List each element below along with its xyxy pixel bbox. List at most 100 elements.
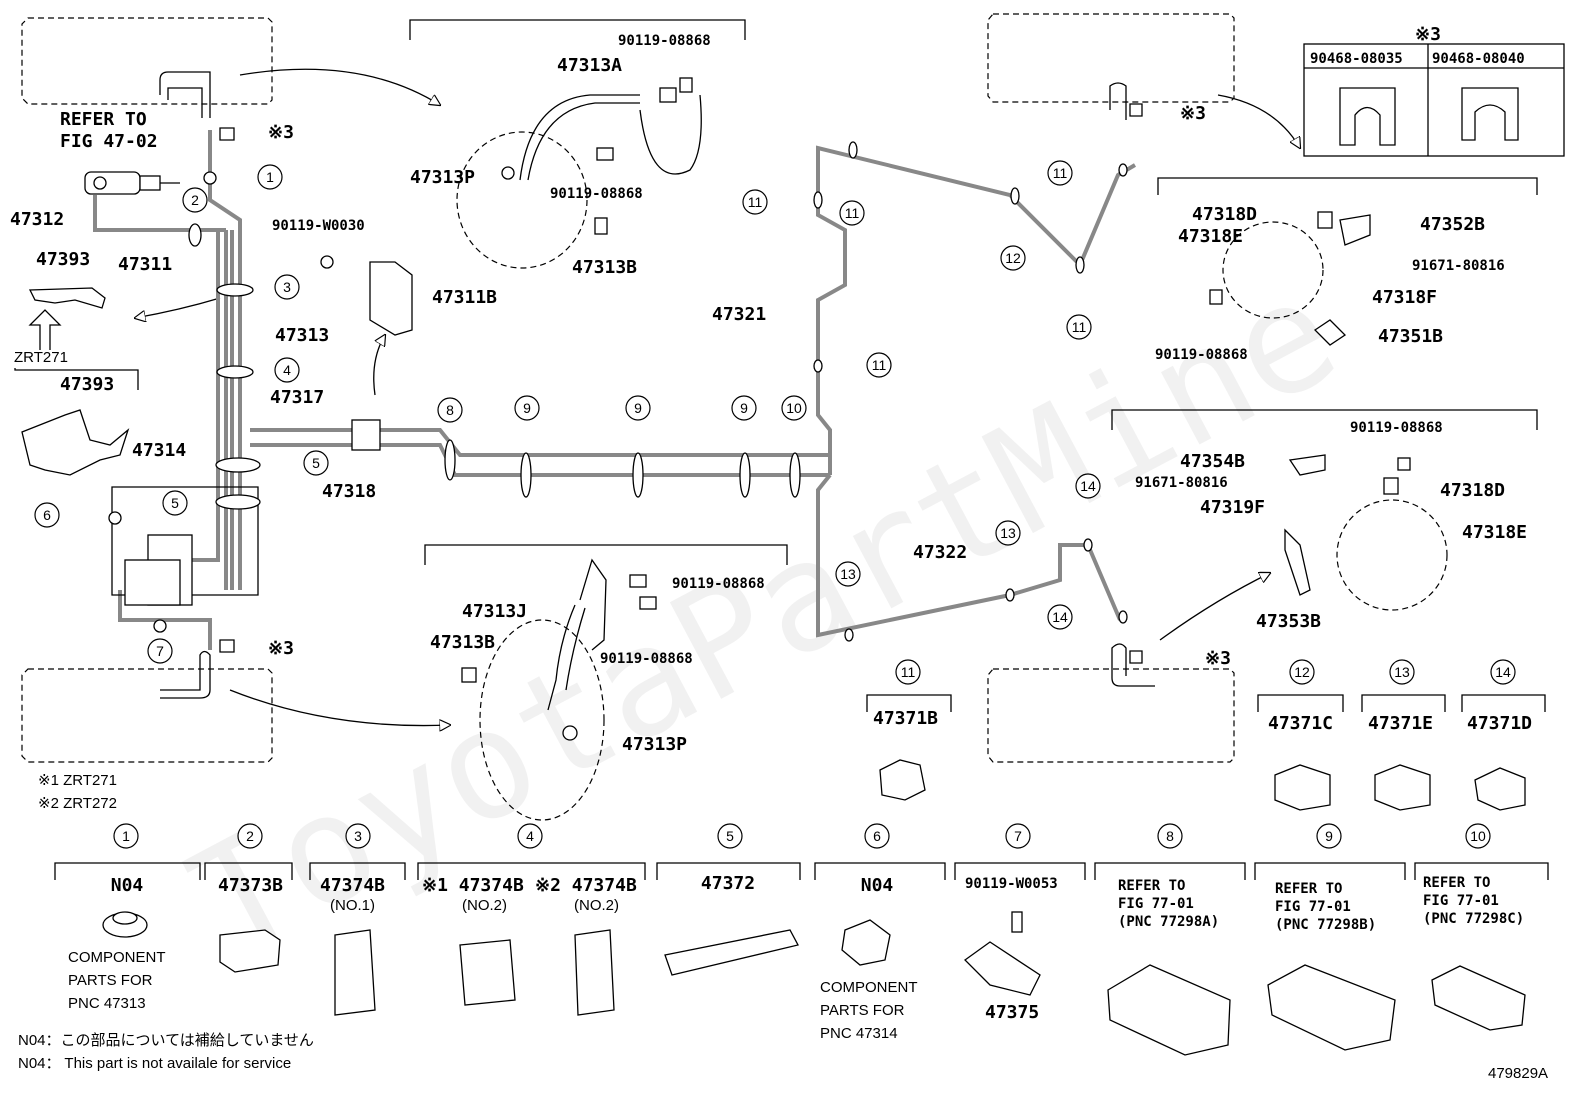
clip-x3-right-bottom [1129,650,1143,664]
label-47313b-mid[interactable]: 47313B [430,632,495,653]
item2-pn[interactable]: 47373B [218,875,283,896]
callout-9-11: 9 [731,395,757,421]
item7-pn[interactable]: 90119-W0053 [965,876,1058,892]
item1-desc-1: COMPONENT [68,949,166,966]
callout-5-31: 5 [717,823,743,849]
callout-2-1: 2 [182,187,208,213]
svg-text:4: 4 [283,362,291,378]
clip-table-90468-08040[interactable]: 90468-08040 [1432,51,1525,67]
label-47314[interactable]: 47314 [132,440,186,461]
svg-text:4: 4 [526,828,534,844]
top-detail-bracket [409,19,746,40]
callout-3-29: 3 [345,823,371,849]
item9-ref-1: REFER TO [1275,881,1342,897]
clip-table-mark: ※3 [1415,24,1441,45]
label-47318e-rm[interactable]: 47318E [1462,522,1527,543]
label-90119-08868-d[interactable]: 90119-08868 [600,651,693,667]
label-47322[interactable]: 47322 [913,542,967,563]
vehicle-outline-rear-left [21,650,273,763]
label-47351b[interactable]: 47351B [1378,326,1443,347]
item4b-pn[interactable]: ※2 47374B [535,875,637,896]
callout-14-22: 14 [1047,604,1073,630]
pipe-end-front-right [1109,82,1127,120]
svg-text:12: 12 [1294,664,1310,680]
label-47321[interactable]: 47321 [712,304,766,325]
label-47313p-mid[interactable]: 47313P [622,734,687,755]
item10-ref-2: FIG 77-01 [1423,893,1499,909]
arrow-to-47311b [373,335,385,396]
label-47393-b[interactable]: 47393 [60,374,114,395]
label-47371d[interactable]: 47371D [1467,713,1532,734]
bracket-47352b [1339,214,1371,246]
label-47319f[interactable]: 47319F [1200,497,1265,518]
arrow-to-top-detail [239,68,440,105]
item5-pn[interactable]: 47372 [701,873,755,894]
right-mid-detail-bracket [1111,409,1538,430]
label-47313[interactable]: 47313 [275,325,329,346]
label-91671-80816-rt[interactable]: 91671-80816 [1412,258,1505,274]
label-47371b[interactable]: 47371B [873,708,938,729]
item4a-pn[interactable]: ※1 47374B [422,875,524,896]
label-91671-80816-rm[interactable]: 91671-80816 [1135,475,1228,491]
svg-text:14: 14 [1080,478,1096,494]
label-47311b[interactable]: 47311B [432,287,497,308]
bolt-top-d [594,217,608,235]
union-47318d [1317,211,1333,229]
svg-text:5: 5 [312,455,320,471]
label-47313a[interactable]: 47313A [557,55,622,76]
label-47313j[interactable]: 47313J [462,601,527,622]
item3-pn[interactable]: 47374B [320,875,385,896]
clip-x3-bottom [219,639,235,653]
label-90119-w0030[interactable]: 90119-W0030 [272,218,365,234]
bracket-47393-b [21,409,130,476]
label-47313p-top[interactable]: 47313P [410,167,475,188]
callout-3-2: 3 [274,274,300,300]
item6-pn[interactable]: N04 [861,875,894,896]
mid-detail-bracket [424,544,788,565]
label-47371c[interactable]: 47371C [1268,713,1333,734]
bracket-47311b [369,261,413,336]
svg-text:11: 11 [845,205,860,221]
label-47313b-top[interactable]: 47313B [572,257,637,278]
item6-desc-3: PNC 47314 [820,1025,898,1042]
label-47318[interactable]: 47318 [322,481,376,502]
label-47393-a[interactable]: 47393 [36,249,90,270]
item10-ref-3: (PNC 77298C) [1423,911,1524,927]
label-90119-08868-rm[interactable]: 90119-08868 [1350,420,1443,436]
item7-pn2[interactable]: 47375 [985,1002,1039,1023]
item6-desc-1: COMPONENT [820,979,918,996]
label-47371e[interactable]: 47371E [1368,713,1433,734]
arrow-to-47393 [135,297,221,318]
refer-fig-47-02-line2: FIG 47-02 [60,131,158,152]
label-47311[interactable]: 47311 [118,254,172,275]
top-detail-circle [456,131,588,269]
label-47352b[interactable]: 47352B [1420,214,1485,235]
label-47353b[interactable]: 47353B [1256,611,1321,632]
label-90119-08868-b[interactable]: 90119-08868 [550,186,643,202]
clip-4 [216,365,254,379]
union-47318d-r [1383,477,1399,495]
label-90119-08868-a[interactable]: 90119-08868 [618,33,711,49]
item6-desc-2: PARTS FOR [820,1002,905,1019]
callout-5-4: 5 [303,450,329,476]
label-47354b[interactable]: 47354B [1180,451,1245,472]
callout-7-7: 7 [147,638,173,664]
label-47318e-rt[interactable]: 47318E [1178,226,1243,247]
arrow-to-mid-detail [229,689,450,726]
clip-table-90468-08035[interactable]: 90468-08035 [1310,51,1403,67]
hose-top-a [519,94,640,181]
label-90119-08868-rt[interactable]: 90119-08868 [1155,347,1248,363]
bolt-47313b-mid [461,667,477,683]
label-47318d-rt[interactable]: 47318D [1192,204,1257,225]
svg-text:14: 14 [1495,664,1511,680]
label-47318f[interactable]: 47318F [1372,287,1437,308]
item1-pn[interactable]: N04 [111,875,144,896]
label-90119-08868-c[interactable]: 90119-08868 [672,576,765,592]
svg-text:7: 7 [1014,828,1022,844]
svg-text:6: 6 [873,828,881,844]
item4b-sub: (NO.2) [574,897,619,914]
label-47312[interactable]: 47312 [10,209,64,230]
label-47317[interactable]: 47317 [270,387,324,408]
label-47318d-rm[interactable]: 47318D [1440,480,1505,501]
